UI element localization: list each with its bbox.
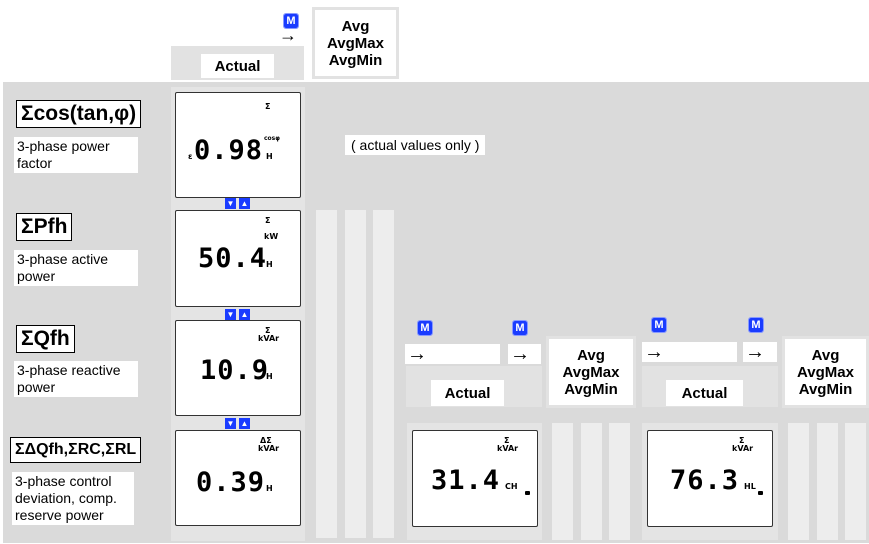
- lock-icon: [758, 491, 763, 495]
- actual-only-note: ( actual values only ): [345, 135, 486, 155]
- arrow-box: →: [642, 342, 737, 362]
- mode-button[interactable]: M: [651, 317, 667, 333]
- lcd-unit: kVAr: [258, 444, 280, 453]
- lcd-unit: kW: [264, 232, 279, 241]
- header-mode-button[interactable]: M: [283, 13, 299, 29]
- actual-label: Actual: [666, 380, 743, 406]
- lcd-prefix: ε: [188, 152, 193, 161]
- lcd-suffix: H: [266, 152, 273, 161]
- up-down-buttons[interactable]: ▼ ▲: [225, 309, 250, 320]
- row-description: 3-phase active power: [14, 250, 138, 286]
- placeholder-column: [345, 210, 366, 538]
- lcd-suffix: HL: [744, 482, 756, 491]
- arrow-box: →: [405, 344, 500, 364]
- avg-label: Avg: [341, 17, 370, 35]
- lcd-suffix: H: [266, 484, 273, 493]
- lcd-display: Σ kVAr 31.4 CH: [412, 430, 538, 527]
- avg-label: Avg: [811, 346, 840, 364]
- up-arrow-icon[interactable]: ▲: [239, 418, 250, 429]
- avgmin-label: AvgMin: [564, 380, 618, 398]
- mode-button[interactable]: M: [417, 320, 433, 336]
- lcd-unit: cosφ: [264, 135, 280, 142]
- lcd-top-symbol: Σ: [265, 326, 271, 335]
- up-down-buttons[interactable]: ▼ ▲: [225, 198, 250, 209]
- lcd-display: Σ ε 0.98 cosφ H: [175, 92, 301, 198]
- placeholder-column: [845, 423, 866, 540]
- up-down-buttons[interactable]: ▼ ▲: [225, 418, 250, 429]
- placeholder-column: [581, 423, 602, 540]
- lcd-display: Σ kVAr 76.3 HL: [647, 430, 773, 527]
- row-description: 3-phase power factor: [14, 137, 138, 173]
- avg-box: Avg AvgMax AvgMin: [546, 336, 636, 408]
- avgmax-label: AvgMax: [327, 34, 384, 52]
- mode-button[interactable]: M: [748, 317, 764, 333]
- row-title: ΣPfh: [16, 213, 73, 241]
- lcd-display: Σ kW 50.4 H: [175, 210, 301, 307]
- lcd-top-symbol: Σ: [504, 436, 510, 445]
- arrow-box: →: [743, 342, 777, 362]
- header-avg-box: Avg AvgMax AvgMin: [312, 7, 399, 79]
- lcd-suffix: H: [266, 372, 273, 381]
- placeholder-column: [817, 423, 838, 540]
- placeholder-column: [609, 423, 630, 540]
- avg-label: Avg: [577, 346, 605, 364]
- down-arrow-icon[interactable]: ▼: [225, 309, 236, 320]
- placeholder-column: [373, 210, 394, 538]
- header-arrow: →: [279, 25, 297, 45]
- actual-label: Actual: [431, 380, 504, 406]
- lock-icon: [525, 491, 530, 495]
- placeholder-column: [788, 423, 809, 540]
- row-title: Σcos(tan,φ): [16, 100, 142, 128]
- lcd-value: 76.3: [670, 465, 740, 496]
- up-arrow-icon[interactable]: ▲: [239, 198, 250, 209]
- avgmin-label: AvgMin: [798, 380, 853, 398]
- lcd-unit: kVAr: [732, 444, 754, 453]
- lcd-top-symbol: Σ: [739, 436, 745, 445]
- lcd-value: 0.98: [194, 135, 264, 166]
- down-arrow-icon[interactable]: ▼: [225, 198, 236, 209]
- avgmax-label: AvgMax: [797, 363, 854, 381]
- lcd-suffix: CH: [505, 482, 518, 491]
- lcd-display: Σ kVAr 10.9 H: [175, 320, 301, 416]
- placeholder-column: [316, 210, 337, 538]
- avgmax-label: AvgMax: [562, 363, 620, 381]
- avg-box: Avg AvgMax AvgMin: [782, 336, 869, 408]
- lcd-top-symbol: ΔΣ: [260, 436, 272, 445]
- lcd-value: 31.4: [431, 465, 501, 496]
- lcd-unit: kVAr: [258, 334, 280, 343]
- arrow-box: →: [508, 344, 541, 364]
- up-arrow-icon[interactable]: ▲: [239, 309, 250, 320]
- lcd-suffix: H: [266, 260, 273, 269]
- lcd-top-symbol: Σ: [265, 102, 271, 111]
- row-title: ΣQfh: [16, 325, 75, 353]
- header-actual-label: Actual: [201, 54, 274, 78]
- row-description: 3-phase reactive power: [14, 361, 138, 397]
- lcd-unit: kVAr: [497, 444, 519, 453]
- lcd-value: 0.39: [196, 467, 266, 498]
- down-arrow-icon[interactable]: ▼: [225, 418, 236, 429]
- lcd-display: ΔΣ kVAr 0.39 H: [175, 430, 301, 526]
- row-title: ΣΔQfh,ΣRC,ΣRL: [10, 437, 142, 463]
- row-description: 3-phase control deviation, comp. reserve…: [12, 472, 134, 525]
- mode-button[interactable]: M: [512, 320, 528, 336]
- avgmin-label: AvgMin: [328, 51, 383, 69]
- lcd-top-symbol: Σ: [265, 216, 271, 225]
- placeholder-column: [552, 423, 573, 540]
- lcd-value: 10.9: [200, 355, 270, 386]
- lcd-value: 50.4: [198, 243, 268, 274]
